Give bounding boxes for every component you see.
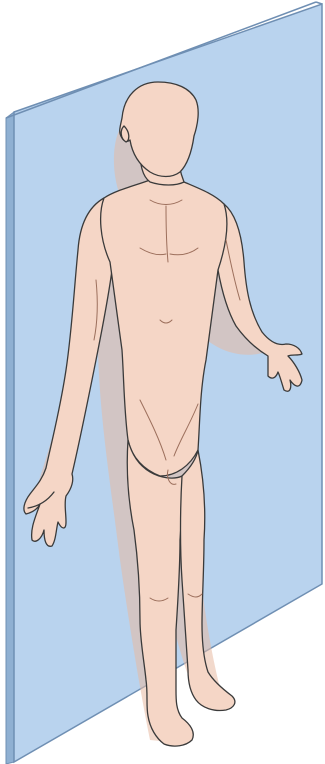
plane-side-edge <box>6 112 14 764</box>
